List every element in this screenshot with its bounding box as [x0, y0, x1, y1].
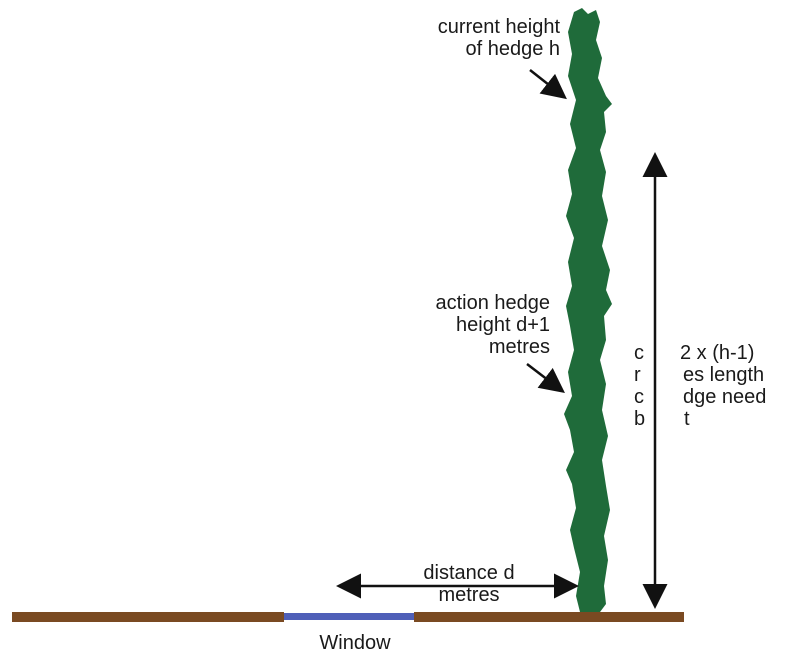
wall-right [414, 612, 684, 622]
action-height-arrow [526, 363, 565, 394]
reduction-label-line3a: c [634, 386, 644, 408]
distance-label: distance d metres [423, 562, 515, 606]
window-bar [284, 613, 414, 620]
reduction-label-line1b: 2 x (h-1) [680, 342, 755, 364]
reduction-label-line3b: dge need [683, 386, 767, 408]
reduction-label-line4a: b [634, 408, 646, 430]
wall-left [12, 612, 284, 622]
reduction-label-line1a: c [634, 342, 644, 364]
reduction-label-line4b: t [684, 408, 690, 430]
action-height-label: action hedge height d+1 metres [435, 292, 550, 358]
current-height-label: current height of hedge h [437, 16, 560, 60]
current-height-arrow [529, 69, 567, 100]
ground-line [12, 612, 684, 622]
reduction-label-line2b: es length [683, 364, 765, 386]
window-label: Window [319, 632, 391, 654]
hedge-icon [564, 8, 612, 612]
reduction-label-line2a: r [634, 364, 641, 386]
